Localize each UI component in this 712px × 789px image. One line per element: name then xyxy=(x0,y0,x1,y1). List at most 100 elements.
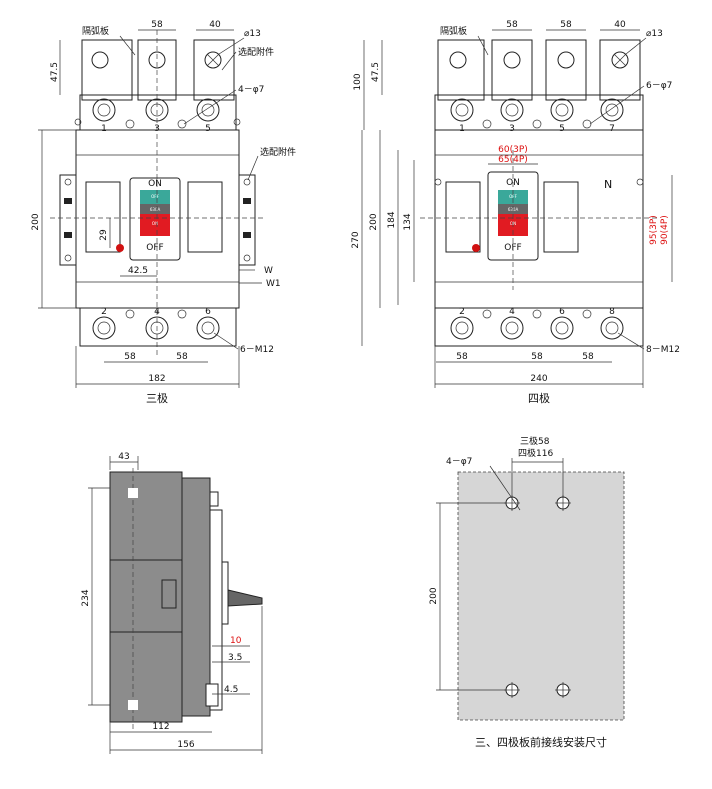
dim-label: ⌀13 xyxy=(244,29,261,39)
svg-text:6－φ7: 6－φ7 xyxy=(646,81,672,91)
breaker-body xyxy=(434,129,644,309)
test-button xyxy=(472,244,480,252)
svg-text:7: 7 xyxy=(609,124,615,134)
dim-label: 58 xyxy=(176,352,188,362)
handle-off-label: OFF xyxy=(146,243,163,253)
svg-text:4－φ7: 4－φ7 xyxy=(446,457,472,467)
dim-label: W1 xyxy=(266,279,281,289)
svg-text:43: 43 xyxy=(118,452,129,462)
svg-text:OFF: OFF xyxy=(509,194,517,199)
svg-text:2: 2 xyxy=(459,307,465,317)
accessory-window-right xyxy=(187,181,223,253)
handle-frame xyxy=(487,171,539,261)
dim-label: 40 xyxy=(209,20,221,30)
svg-text:630A: 630A xyxy=(150,207,161,212)
terminal-number: 5 xyxy=(205,124,211,134)
svg-text:4: 4 xyxy=(509,307,515,317)
svg-text:200: 200 xyxy=(369,213,379,230)
terminal-bar-top-1 xyxy=(81,39,133,101)
svg-text:184: 184 xyxy=(387,211,397,228)
terminal-bar-top-1 xyxy=(437,39,485,101)
svg-text:4.5: 4.5 xyxy=(224,685,238,695)
handle-top xyxy=(140,190,170,204)
svg-text:3: 3 xyxy=(509,124,515,134)
dim-label: 47.5 xyxy=(50,62,60,82)
svg-text:95(3P): 95(3P) xyxy=(649,215,659,245)
svg-text:58: 58 xyxy=(506,20,518,30)
handle-on-label: ON xyxy=(148,179,162,189)
svg-text:8: 8 xyxy=(609,307,615,317)
accessory-window-left xyxy=(85,181,121,253)
svg-text:90(4P): 90(4P) xyxy=(660,215,670,245)
terminal-number: 1 xyxy=(101,124,107,134)
svg-text:6: 6 xyxy=(559,307,565,317)
svg-text:5: 5 xyxy=(559,124,565,134)
terminal-bar-top-7 xyxy=(599,39,641,101)
bolt-hole xyxy=(204,51,222,69)
svg-text:4: 4 xyxy=(154,307,160,317)
svg-text:OFF: OFF xyxy=(151,194,159,199)
mounting-panel xyxy=(457,471,625,721)
accessory-right xyxy=(238,174,256,266)
svg-text:112: 112 xyxy=(152,722,169,732)
accessory-window-right xyxy=(543,181,579,253)
mounting-panel-view: 4－φ7 三极58 四极116 200 三、四极板前接线安装尺寸 xyxy=(429,435,625,749)
handle-lever xyxy=(227,589,263,607)
svg-text:134: 134 xyxy=(403,213,413,230)
dim-label-red: 65(4P) xyxy=(498,155,528,165)
four-pole-view: 1 3 5 7 ON OFF 630A ON OFF N 2 4 6 8 58 xyxy=(351,20,680,405)
dim-label: 6－M12 xyxy=(240,345,274,355)
dim-label: W xyxy=(264,266,273,276)
svg-text:3.5: 3.5 xyxy=(228,653,242,663)
test-button xyxy=(116,244,124,252)
svg-text:58: 58 xyxy=(560,20,572,30)
side-view: 43 234 10 3.5 4.5 112 156 xyxy=(81,452,263,754)
neutral-label: N xyxy=(604,178,612,191)
svg-text:6: 6 xyxy=(205,307,211,317)
svg-text:⌀13: ⌀13 xyxy=(646,29,663,39)
svg-text:234: 234 xyxy=(81,589,91,606)
accessory-window-left xyxy=(445,181,481,253)
handle-rating xyxy=(140,204,170,214)
dim-label-red: 60(3P) xyxy=(498,145,528,155)
svg-text:40: 40 xyxy=(614,20,626,30)
svg-text:2: 2 xyxy=(101,307,107,317)
side-body-front xyxy=(181,477,211,717)
terminal-bar-top-5 xyxy=(545,39,587,101)
handle-bottom xyxy=(140,214,170,236)
bolt-hole xyxy=(148,51,166,69)
dim-label: 29 xyxy=(99,229,109,241)
terminal-bar-top-3 xyxy=(491,39,533,101)
bolt-hole xyxy=(91,51,109,69)
label-option: 选配附件 xyxy=(260,146,296,158)
svg-text:58: 58 xyxy=(582,352,594,362)
terminal-bar-top-5 xyxy=(193,39,235,101)
handle-top xyxy=(498,190,528,204)
svg-text:240: 240 xyxy=(530,374,547,384)
svg-text:8－M12: 8－M12 xyxy=(646,345,680,355)
svg-text:10: 10 xyxy=(230,636,242,646)
dim-label: 182 xyxy=(148,374,165,384)
caption-three-pole: 三极 xyxy=(146,391,168,405)
side-body-main xyxy=(109,471,183,723)
dim-label: 58 xyxy=(151,20,163,30)
dim-label: 58 xyxy=(124,352,136,362)
svg-text:58: 58 xyxy=(531,352,543,362)
svg-text:47.5: 47.5 xyxy=(371,62,381,82)
label-barrier: 隔弧板 xyxy=(82,25,109,37)
svg-text:1: 1 xyxy=(459,124,465,134)
terminal-block-bottom xyxy=(434,307,644,347)
svg-text:200: 200 xyxy=(429,587,439,604)
accessory-left xyxy=(59,174,77,266)
svg-text:ON: ON xyxy=(152,221,158,226)
label-option: 选配附件 xyxy=(238,46,274,58)
svg-text:四极116: 四极116 xyxy=(518,447,553,459)
three-pole-view: 1 3 5 ON OFF 630A ON OFF xyxy=(31,20,296,405)
caption-mounting: 三、四极板前接线安装尺寸 xyxy=(475,735,607,749)
dim-label: 200 xyxy=(31,213,41,230)
svg-text:三极58: 三极58 xyxy=(520,435,550,447)
svg-text:100: 100 xyxy=(353,73,363,90)
svg-text:270: 270 xyxy=(351,231,361,248)
